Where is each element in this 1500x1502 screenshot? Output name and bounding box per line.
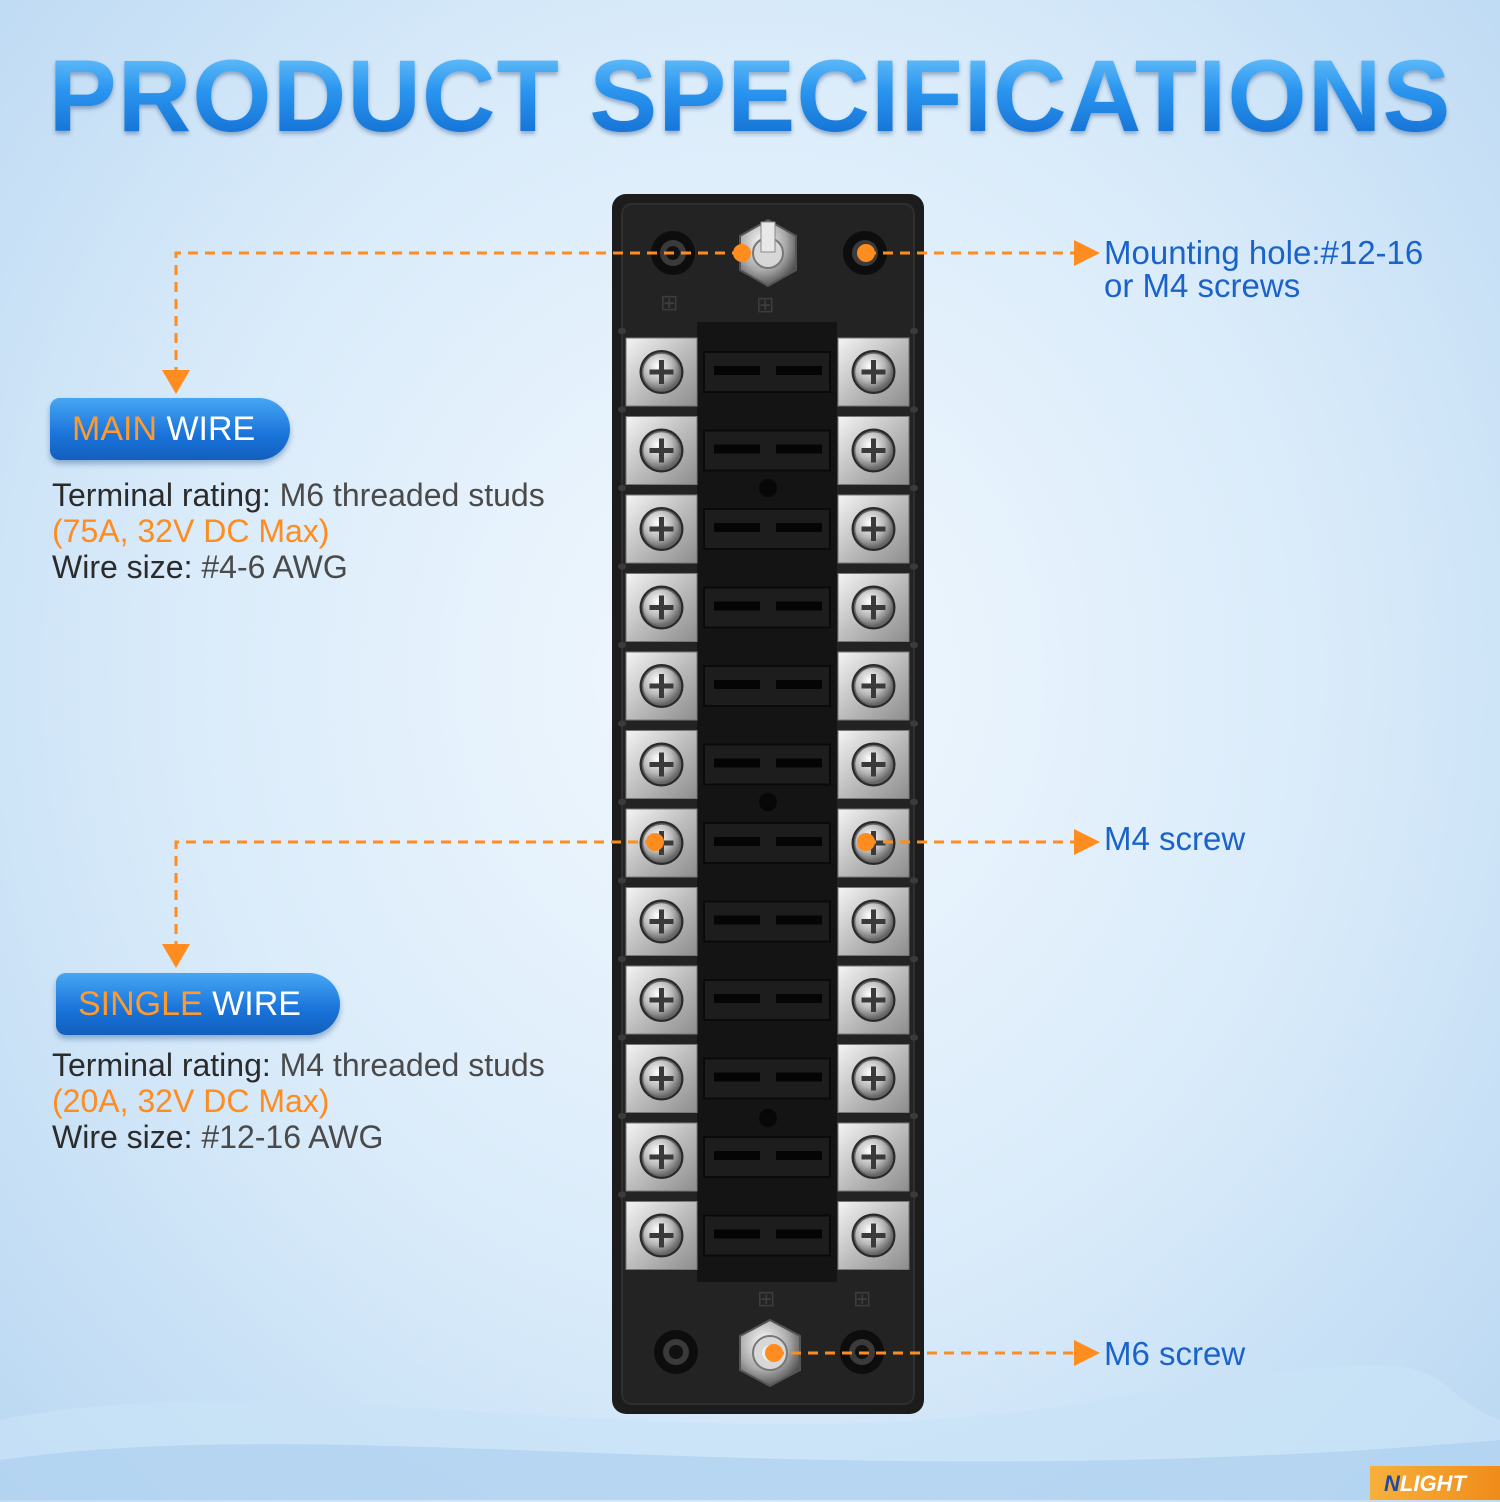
terminal-plate-right bbox=[837, 808, 910, 878]
single-wire-specs: Terminal rating: M4 threaded studs (20A,… bbox=[52, 1047, 545, 1155]
terminal-screw-left bbox=[639, 664, 684, 708]
brand-logo: NLIGHT bbox=[1370, 1466, 1500, 1500]
terminal-screw-left bbox=[639, 978, 684, 1022]
page-title: PRODUCT SPECIFICATIONS bbox=[0, 38, 1500, 155]
terminal-plate-left bbox=[625, 494, 698, 564]
main-wire-tag: MAIN WIRE bbox=[50, 398, 290, 460]
center-hole bbox=[759, 1109, 777, 1127]
callout-m6-screw: M6 screw bbox=[1104, 1335, 1246, 1372]
m6-stud-top bbox=[739, 218, 797, 288]
terminal-rows bbox=[618, 328, 918, 1270]
svg-text:⊞: ⊞ bbox=[756, 293, 774, 318]
mounting-hole-bottom-left bbox=[654, 1330, 698, 1374]
terminal-screw-left bbox=[639, 1056, 684, 1101]
terminal-screw-right bbox=[851, 350, 896, 394]
terminal-screw-left bbox=[639, 350, 684, 394]
main-wire-specs: Terminal rating: M6 threaded studs (75A,… bbox=[52, 477, 545, 585]
terminal-screw-right bbox=[851, 1213, 896, 1258]
svg-text:⊞: ⊞ bbox=[660, 291, 678, 316]
terminal-screw-left bbox=[639, 428, 684, 473]
terminal-screw-right bbox=[851, 664, 896, 708]
terminal-screw-right bbox=[851, 428, 896, 473]
center-hole bbox=[759, 479, 777, 497]
single-wire-tag: SINGLE WIRE bbox=[56, 973, 340, 1035]
terminal-screw-left bbox=[639, 899, 684, 944]
callout-mounting-hole: Mounting hole:#12-16 or M4 screws bbox=[1104, 234, 1424, 304]
terminal-screw-left bbox=[639, 585, 684, 630]
terminal-screw-right bbox=[851, 1056, 896, 1101]
terminal-plate-right bbox=[837, 965, 910, 1035]
callout-arrows bbox=[162, 240, 1100, 1366]
terminal-screw-left bbox=[639, 1213, 684, 1258]
callout-dots bbox=[646, 244, 875, 1362]
callout-lines bbox=[174, 251, 1078, 1355]
svg-text:⊞: ⊞ bbox=[853, 1287, 871, 1312]
terminal-screw-left bbox=[639, 742, 684, 787]
terminal-screw-right bbox=[851, 585, 896, 630]
terminal-screw-right bbox=[851, 1135, 896, 1179]
terminal-screw-left bbox=[639, 1135, 684, 1179]
terminal-screw-right bbox=[851, 978, 896, 1022]
terminal-screw-left bbox=[639, 507, 684, 551]
center-hole bbox=[759, 793, 777, 811]
terminal-screw-right bbox=[851, 742, 896, 787]
terminal-screw-right bbox=[851, 507, 896, 551]
callout-m4-screw: M4 screw bbox=[1104, 820, 1246, 857]
svg-text:⊞: ⊞ bbox=[757, 1287, 775, 1312]
terminal-plate-right bbox=[837, 1044, 910, 1113]
terminal-screw-right bbox=[851, 899, 896, 944]
